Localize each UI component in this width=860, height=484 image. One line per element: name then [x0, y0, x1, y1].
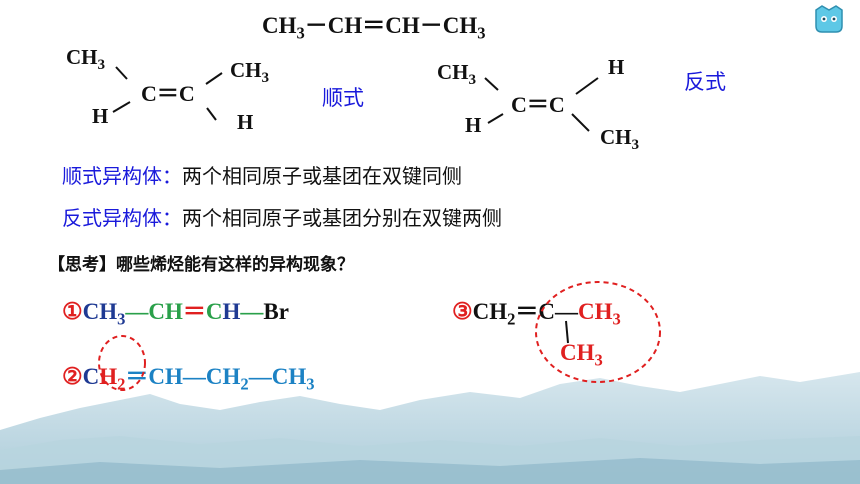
trans-ch3-bottom-right: CH3 [600, 125, 640, 153]
cis-bond-lines [112, 66, 223, 121]
mascot-badge-icon [815, 5, 843, 33]
trans-isomer-definition: 反式异构体：两个相同原子或基团分别在双键两侧 [62, 206, 502, 230]
cis-label: 顺式 [322, 86, 364, 110]
cis-ch3-left: CH3 [66, 45, 106, 73]
example-2-formula: ②CH2＝CH—CH2—CH3 [62, 364, 315, 394]
cis-h-right: H [237, 110, 254, 134]
think-question: 【思考】哪些烯烃能有这样的异构现象？ [48, 255, 354, 275]
example-3-formula: ③CH2＝C—CH3 [452, 299, 621, 329]
example-3-branch-ch3: CH3 [560, 340, 603, 370]
trans-h-left: H [465, 113, 482, 137]
example-3-bond-and-circle [535, 281, 661, 383]
trans-double-bond: C＝C [511, 92, 565, 117]
cis-h-left: H [92, 104, 109, 128]
trans-ch3-left: CH3 [437, 60, 477, 88]
example-2-highlight-circle [98, 335, 146, 391]
trans-h-top-right: H [608, 55, 625, 79]
trans-bond-lines [484, 77, 599, 132]
but-2-ene-formula: CH3－CH＝CH－CH3 [262, 13, 486, 43]
cis-isomer-definition: 顺式异构体：两个相同原子或基团在双键同侧 [62, 164, 462, 188]
cis-double-bond: C＝C [141, 81, 195, 106]
cis-ch3-right: CH3 [230, 58, 270, 86]
trans-label: 反式 [684, 70, 726, 94]
example-1-formula: ①CH3—CH＝CH—Br [62, 299, 289, 329]
